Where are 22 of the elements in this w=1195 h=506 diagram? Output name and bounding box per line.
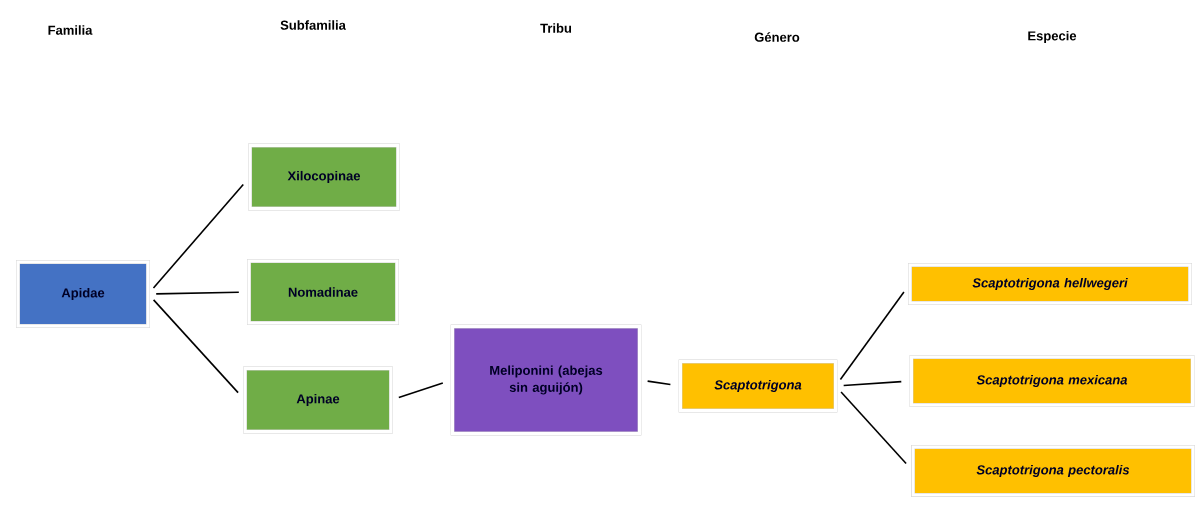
taxon-box: Meliponini (abejas sin aguijón) bbox=[450, 324, 642, 436]
column-heading: Género bbox=[754, 32, 800, 42]
taxon-box: Scaptotrigona mexicana bbox=[909, 355, 1195, 407]
connector-line bbox=[842, 380, 903, 387]
column-heading: Especie bbox=[1028, 30, 1077, 44]
taxon-box: Apinae bbox=[243, 366, 393, 434]
taxon-box: Xilocopinae bbox=[248, 143, 400, 211]
column-heading: Familia bbox=[48, 25, 93, 35]
taxon-box: Nomadinae bbox=[247, 259, 399, 325]
column-heading: Tribu bbox=[540, 23, 572, 33]
connector-line bbox=[155, 291, 240, 295]
connector-line bbox=[398, 382, 444, 399]
taxon-box: Apidae bbox=[16, 260, 150, 328]
taxon-box: Scaptotrigona hellwegeri bbox=[908, 263, 1192, 305]
column-heading: Subfamilia bbox=[280, 20, 346, 30]
connector-line bbox=[646, 380, 672, 386]
taxon-box: Scaptotrigona bbox=[678, 359, 838, 413]
connector-line bbox=[152, 183, 245, 289]
connector-line bbox=[839, 291, 905, 381]
connector-line bbox=[152, 299, 239, 394]
taxon-box: Scaptotrigona pectoralis bbox=[911, 445, 1195, 497]
connector-line bbox=[840, 391, 907, 465]
